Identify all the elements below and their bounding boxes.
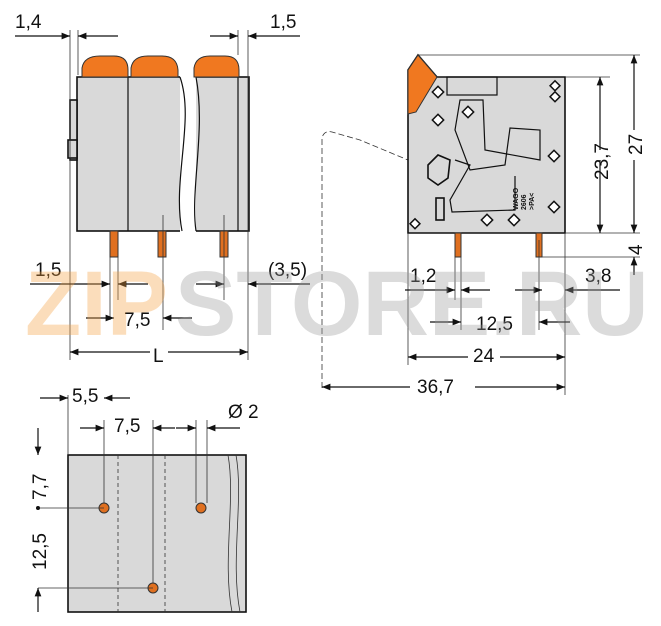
dim-7-5-footprint: 7,5 xyxy=(114,416,140,437)
actuator-3[interactable] xyxy=(193,55,240,78)
svg-text:ZIP: ZIP xyxy=(25,253,168,355)
dim-1-2: 1,2 xyxy=(410,266,436,287)
actuator-1[interactable] xyxy=(81,55,129,78)
dim-7-7: 7,7 xyxy=(30,474,51,500)
svg-text:WAGO: WAGO xyxy=(513,187,520,210)
actuator-2[interactable] xyxy=(130,55,179,78)
pin xyxy=(109,230,119,258)
diamond-marks xyxy=(408,79,562,230)
svg-text:STORE.RU: STORE.RU xyxy=(175,253,649,355)
side-actuator[interactable] xyxy=(407,54,438,115)
pcb-footprint: 5,5 7,5 Ø 2 7,7 12,5 xyxy=(30,386,259,613)
dim-4: 4 xyxy=(626,244,647,255)
dim-7-5: 7,5 xyxy=(124,310,150,331)
pin xyxy=(157,230,167,258)
svg-text:2606: 2606 xyxy=(521,194,528,210)
dim-1-5-top: 1,5 xyxy=(270,12,296,33)
wago-logo: WAGO 2606 >PA< xyxy=(513,187,536,210)
pin xyxy=(454,232,462,258)
watermark: ZIP STORE.RU xyxy=(25,253,649,355)
connector-body xyxy=(76,76,250,232)
hole xyxy=(195,502,207,514)
dim-23-7: 23,7 xyxy=(592,143,613,180)
front-view: 1,4 1,5 1,5 (3,5) 7,5 L xyxy=(15,12,310,367)
dim-27: 27 xyxy=(626,134,647,155)
dim-12-5-footprint: 12,5 xyxy=(30,533,51,570)
dim-36-7: 36,7 xyxy=(417,377,454,398)
dim-L: L xyxy=(153,346,164,367)
dim-hole-diameter: Ø 2 xyxy=(228,402,259,423)
dim-5-5: 5,5 xyxy=(72,386,98,407)
dim-12-5: 12,5 xyxy=(476,314,513,335)
dim-24: 24 xyxy=(473,346,495,367)
svg-text:>PA<: >PA< xyxy=(529,193,536,210)
side-view: WAGO 2606 >PA< 23,7 27 4 1,2 3,8 1 xyxy=(321,53,647,398)
dim-1-4: 1,4 xyxy=(15,12,42,33)
dim-1-5-pin: 1,5 xyxy=(35,260,61,281)
dim-3-5: (3,5) xyxy=(268,260,307,281)
dim-3-8: 3,8 xyxy=(585,266,611,287)
